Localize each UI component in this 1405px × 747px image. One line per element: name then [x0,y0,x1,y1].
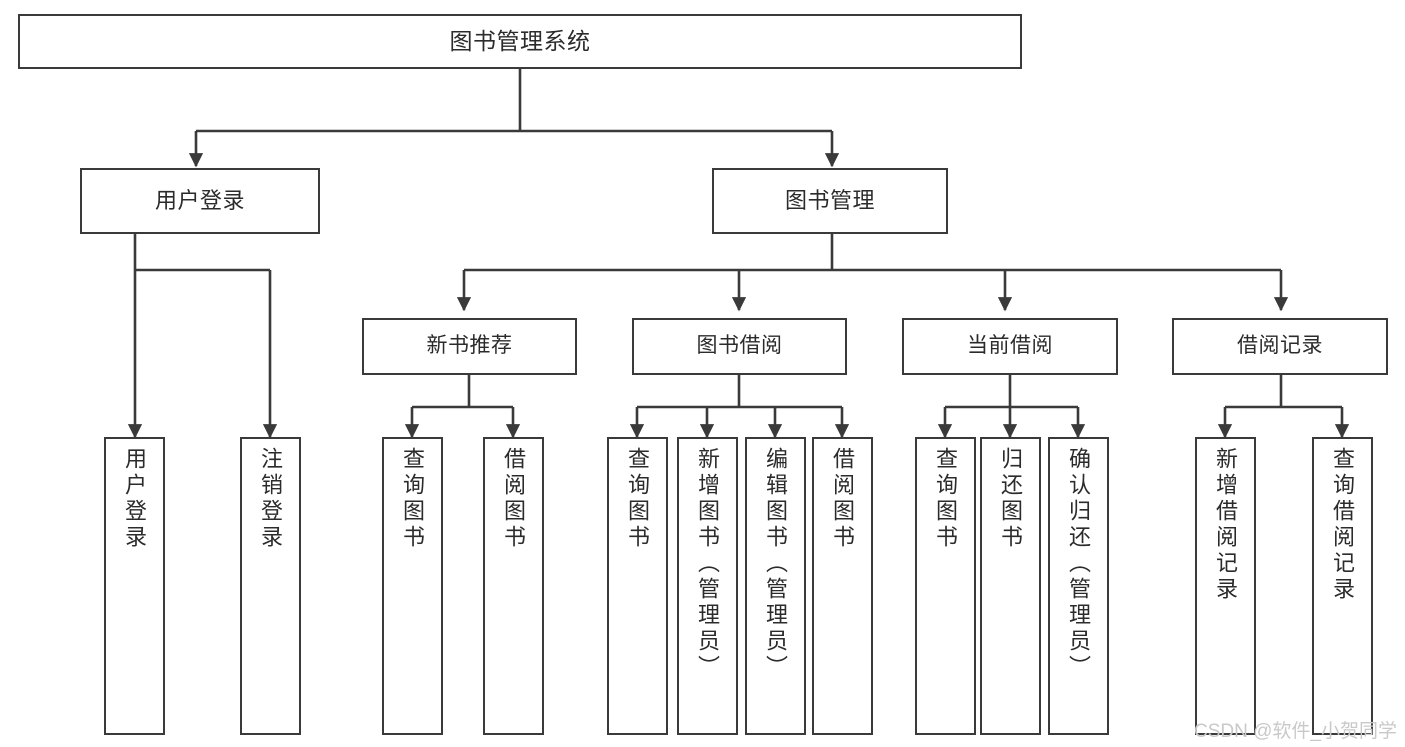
leaf-borrow-add-book-admin-label: 新增图书（管理员） [695,447,721,681]
node-book-management[interactable]: 图书管理 [712,168,948,234]
node-book-borrow[interactable]: 图书借阅 [632,318,847,375]
node-root[interactable]: 图书管理系统 [18,14,1022,69]
leaf-record-query-record[interactable]: 查询借阅记录 [1312,437,1373,735]
leaf-newbook-query-book-label: 查询图书 [400,447,426,551]
node-book-borrow-label: 图书借阅 [696,334,783,358]
leaf-borrow-query-book[interactable]: 查询图书 [607,437,668,735]
leaf-current-query-book[interactable]: 查询图书 [915,437,976,735]
node-root-label: 图书管理系统 [449,28,591,55]
leaf-record-add-record-label: 新增借阅记录 [1213,447,1239,603]
leaf-borrow-add-book-admin[interactable]: 新增图书（管理员） [677,437,738,735]
leaf-borrow-edit-book-admin[interactable]: 编辑图书（管理员） [745,437,806,735]
leaf-current-confirm-return-admin-label: 确认归还（管理员） [1066,447,1092,681]
leaf-record-add-record[interactable]: 新增借阅记录 [1195,437,1256,735]
leaf-borrow-borrow-book[interactable]: 借阅图书 [812,437,873,735]
node-borrow-record[interactable]: 借阅记录 [1172,318,1388,375]
node-current-borrow-label: 当前借阅 [967,334,1053,358]
leaf-current-return-book-label: 归还图书 [998,447,1024,551]
leaf-user-login[interactable]: 用户登录 [104,437,165,735]
leaf-current-query-book-label: 查询图书 [933,447,959,551]
leaf-newbook-query-book[interactable]: 查询图书 [382,437,443,735]
leaf-borrow-query-book-label: 查询图书 [625,447,651,551]
leaf-user-login-label: 用户登录 [122,447,148,551]
node-user-login[interactable]: 用户登录 [80,168,320,234]
node-borrow-record-label: 借阅记录 [1237,334,1323,358]
node-current-borrow[interactable]: 当前借阅 [902,318,1118,375]
leaf-current-return-book[interactable]: 归还图书 [980,437,1041,735]
leaf-record-query-record-label: 查询借阅记录 [1330,447,1356,603]
node-new-book-recommend-label: 新书推荐 [426,334,513,358]
leaf-current-confirm-return-admin[interactable]: 确认归还（管理员） [1048,437,1109,735]
node-user-login-label: 用户登录 [154,188,245,214]
leaf-logout[interactable]: 注销登录 [240,437,301,735]
watermark: CSDN @软件_小贺同学 [1194,721,1397,742]
leaf-newbook-borrow-book-label: 借阅图书 [501,447,527,551]
leaf-logout-label: 注销登录 [258,447,284,551]
leaf-borrow-edit-book-admin-label: 编辑图书（管理员） [763,447,789,681]
node-book-management-label: 图书管理 [784,188,875,214]
node-new-book-recommend[interactable]: 新书推荐 [362,318,577,375]
leaf-newbook-borrow-book[interactable]: 借阅图书 [483,437,544,735]
leaf-borrow-borrow-book-label: 借阅图书 [830,447,856,551]
